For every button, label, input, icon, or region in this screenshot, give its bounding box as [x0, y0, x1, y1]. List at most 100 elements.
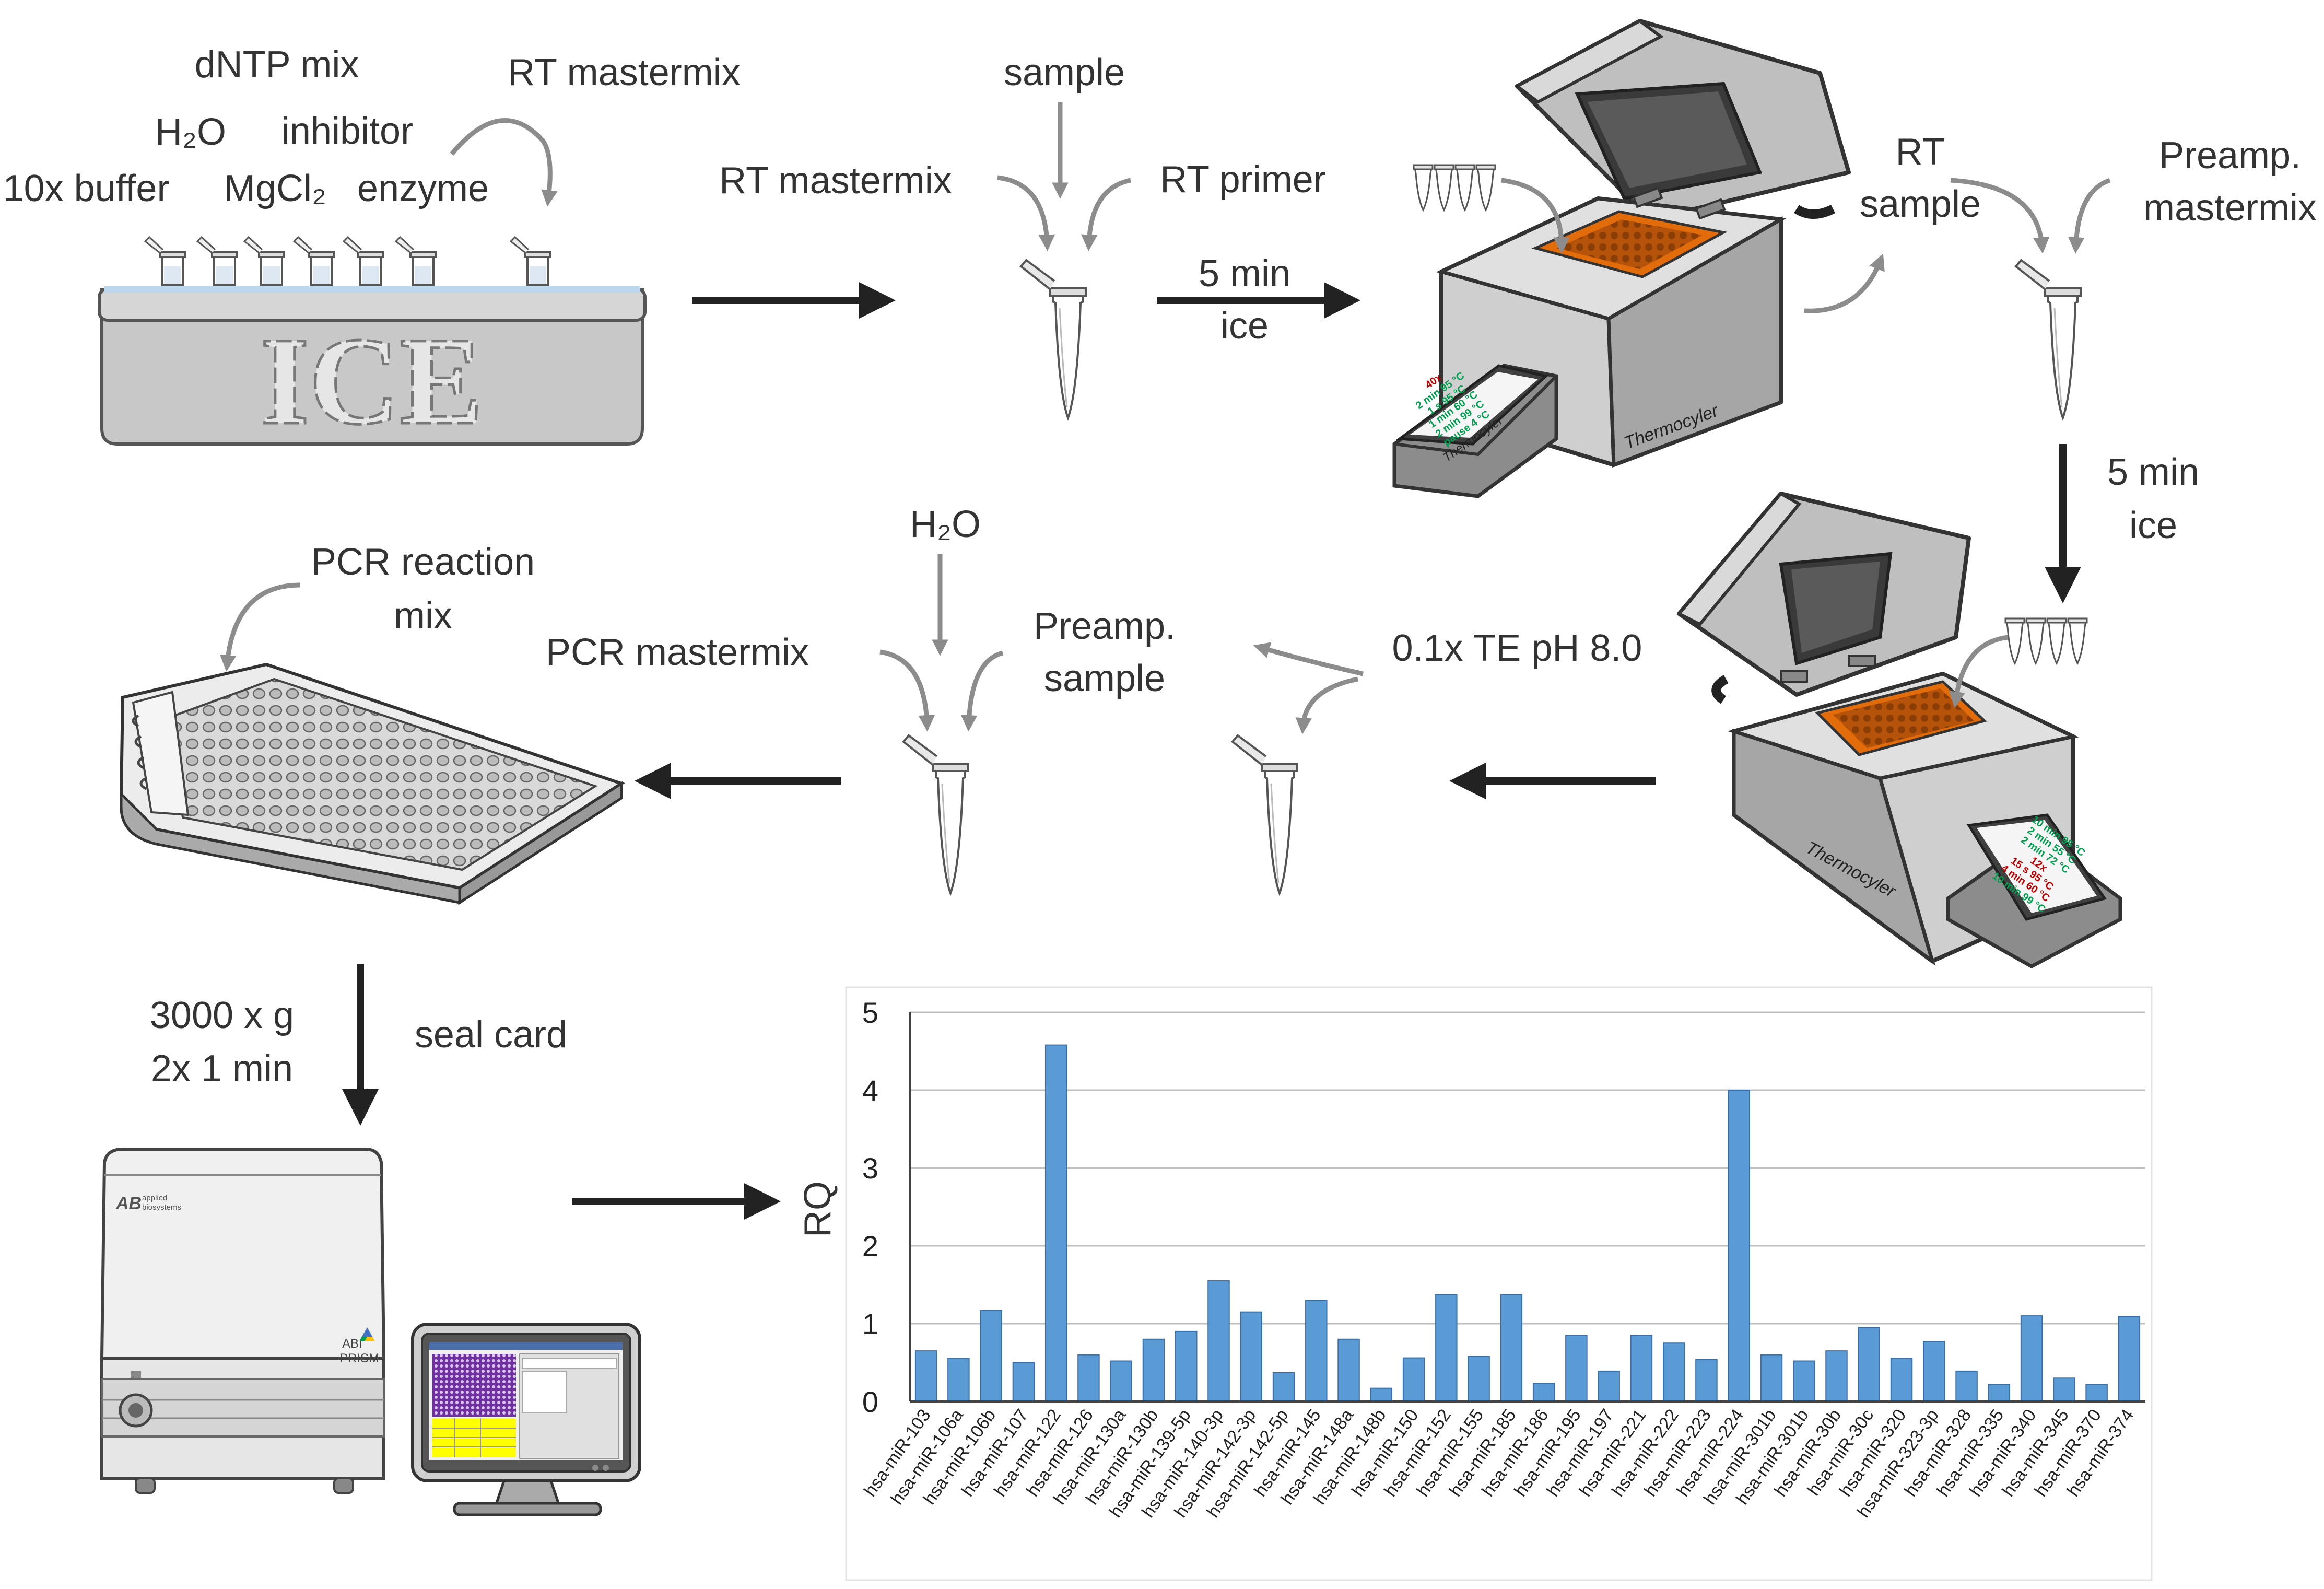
tlda-card — [119, 662, 625, 905]
five-min-label-1: 5 min — [1199, 253, 1290, 295]
preamp-label: Preamp. — [2159, 135, 2301, 177]
rt-sample-arrow-icon — [1950, 178, 2050, 254]
bar — [1858, 1327, 1880, 1402]
rt-mastermix-label: RT mastermix — [719, 160, 952, 202]
card-arrow-icon — [219, 582, 301, 672]
bar — [1337, 1338, 1360, 1403]
computer-monitor — [411, 1323, 641, 1516]
chart-y-label: RQ — [797, 1181, 839, 1237]
bar — [1272, 1372, 1295, 1403]
brand-line-1: applied — [142, 1194, 167, 1202]
ice-box-illustration: ICE — [98, 236, 647, 452]
te-arrow-icon — [1295, 676, 1358, 734]
tubes-icon-2 — [2005, 618, 2087, 663]
curved-arrow-icon — [450, 118, 558, 207]
bar — [2085, 1384, 2108, 1402]
bar — [1598, 1370, 1620, 1402]
bar — [1532, 1383, 1555, 1402]
bar — [2118, 1316, 2141, 1403]
bar — [1988, 1384, 2011, 1402]
bar — [1370, 1387, 1393, 1402]
buffer-label: 10x buffer — [3, 168, 170, 209]
bar — [1077, 1354, 1100, 1403]
tubes-icon-1 — [1414, 165, 1495, 210]
bar — [1305, 1300, 1328, 1403]
spin-speed-label: 3000 x g — [150, 995, 294, 1036]
bar — [1435, 1294, 1458, 1403]
preamp-arrow-icon — [960, 650, 1004, 732]
preamp-sample-label-2: sample — [1044, 658, 1165, 699]
y-tick-label: 2 — [862, 1230, 878, 1263]
sample-label: sample — [1004, 52, 1125, 94]
abi-prism-instrument: AB applied biosystems ABI PRISM — [100, 1148, 386, 1494]
bar — [1175, 1330, 1198, 1402]
bar — [947, 1358, 970, 1403]
bar — [1695, 1359, 1718, 1403]
pcr-mix-label: mix — [394, 595, 452, 637]
seal-card-label: seal card — [415, 1014, 567, 1056]
bar — [1662, 1342, 1685, 1402]
h2o-label: H₂O — [155, 111, 226, 153]
bar — [1890, 1358, 1913, 1403]
inhibitor-label: inhibitor — [281, 110, 413, 152]
bar — [1728, 1090, 1750, 1402]
bar — [1760, 1354, 1783, 1403]
h2o-mid-label: H₂O — [910, 504, 981, 545]
y-tick-label: 3 — [862, 1152, 878, 1185]
pcr-tube — [902, 734, 969, 894]
primer-arrow-icon — [1081, 178, 1131, 251]
y-tick-label: 5 — [862, 996, 878, 1029]
bar — [1500, 1294, 1523, 1403]
rt-label: RT — [1896, 131, 1945, 173]
bar — [1402, 1357, 1425, 1403]
te-buffer-label: 0.1x TE pH 8.0 — [1392, 627, 1642, 669]
load-arrow-icon-2 — [1949, 635, 2009, 708]
abi-label: ABI — [342, 1337, 362, 1351]
ice-label: ICE — [261, 311, 484, 450]
bar — [1955, 1370, 1978, 1402]
bar — [1793, 1360, 1815, 1403]
preamp-mastermix-label: mastermix — [2143, 187, 2317, 229]
bar — [1565, 1335, 1588, 1403]
ice-label-1: ice — [1220, 305, 1269, 347]
chart-gridlines — [910, 1011, 2145, 1325]
preamp-sample-arrow-icon — [1253, 642, 1364, 676]
preamp-sample-label-1: Preamp. — [1034, 605, 1176, 647]
bar — [1142, 1338, 1165, 1403]
bar — [1207, 1280, 1230, 1403]
bar — [1012, 1362, 1035, 1402]
thermocycler-2: 10 min 95 °C 2 min 55 °C 2 min 72 °C 12x… — [1676, 492, 2122, 968]
bar — [2020, 1315, 2043, 1403]
pcr-reaction-label: PCR reaction — [311, 541, 535, 583]
enzyme-label: enzyme — [357, 168, 489, 209]
rt-sample-label: sample — [1860, 183, 1981, 225]
brand-line-2: biosystems — [142, 1203, 181, 1212]
preamp-tube — [2015, 259, 2082, 419]
chart-y-ticks: 0 1 2 3 4 5 — [862, 996, 878, 1418]
rt-primer-label: RT primer — [1160, 159, 1325, 201]
bar — [1923, 1341, 1945, 1403]
bar — [1044, 1044, 1067, 1402]
bar — [1468, 1356, 1490, 1403]
load-arrow-icon-1 — [1501, 178, 1570, 254]
ab-logo: AB — [115, 1194, 142, 1213]
dntp-mix-label: dNTP mix — [195, 44, 359, 86]
bar — [914, 1350, 937, 1402]
te-tube — [1231, 734, 1298, 894]
bar — [1240, 1311, 1262, 1402]
spin-time-label: 2x 1 min — [151, 1048, 293, 1090]
y-tick-label: 0 — [862, 1385, 878, 1418]
ice-tubes — [144, 236, 551, 286]
y-tick-label: 4 — [862, 1074, 878, 1107]
mastermix-arrow-icon — [997, 175, 1055, 251]
preamp-mix-arrow-icon — [2068, 178, 2111, 254]
bar — [1630, 1335, 1653, 1403]
y-tick-label: 1 — [862, 1307, 878, 1340]
bar — [1825, 1350, 1848, 1402]
thermocycler-1: 40x 2 min 95 °C 1 s 95 °C 1 min 60 °C 2 … — [1392, 19, 1851, 498]
bar — [980, 1310, 1002, 1402]
pcr-mix-arrow-icon — [879, 649, 935, 732]
ice-label-2: ice — [2129, 505, 2177, 546]
